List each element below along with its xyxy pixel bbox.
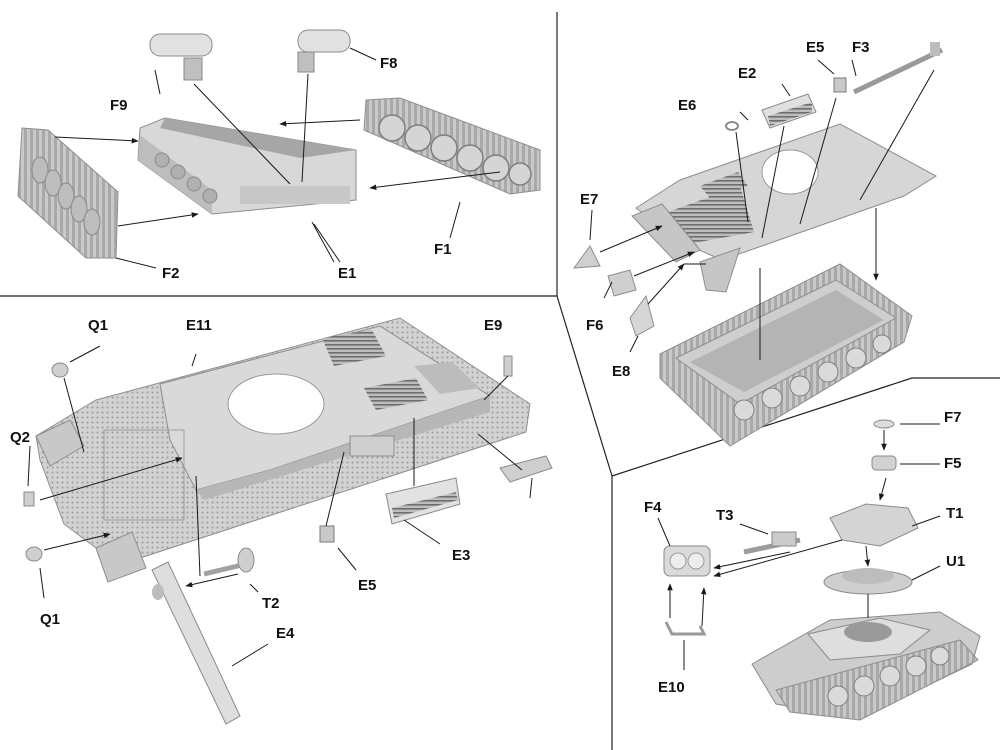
part-bracket bbox=[499, 455, 553, 483]
part-e5-bottom bbox=[319, 525, 335, 543]
part-e8 bbox=[629, 294, 655, 337]
label-f2: F2 bbox=[162, 265, 180, 282]
part-f6 bbox=[607, 269, 637, 297]
label-f3: F3 bbox=[852, 39, 870, 56]
label-f5: F5 bbox=[944, 455, 962, 472]
upper-hull-e11 bbox=[35, 317, 531, 583]
label-e11: E11 bbox=[186, 317, 212, 334]
turret-t1 bbox=[829, 503, 919, 547]
part-e6 bbox=[725, 121, 739, 131]
arrows-bottom-right bbox=[657, 423, 941, 670]
arrows-bottom-left bbox=[27, 221, 533, 667]
label-e5-bottom: E5 bbox=[358, 577, 377, 594]
hull-with-tracks bbox=[659, 263, 913, 447]
small-part-q1-bottom bbox=[25, 546, 43, 562]
label-e2: E2 bbox=[738, 65, 757, 82]
label-f7: F7 bbox=[944, 409, 962, 426]
label-q2: Q2 bbox=[10, 429, 31, 446]
muffler-f8 bbox=[297, 29, 351, 73]
gun-t3 bbox=[743, 531, 801, 555]
bracket-e10 bbox=[664, 621, 707, 636]
label-f4: F4 bbox=[644, 499, 662, 516]
label-q1-top: Q1 bbox=[88, 317, 109, 334]
track-f2 bbox=[17, 127, 119, 259]
part-t2 bbox=[203, 547, 255, 577]
turret-f7 bbox=[873, 419, 895, 429]
muffler-f9 bbox=[149, 33, 213, 81]
part-e5-top bbox=[833, 77, 847, 93]
label-e8: E8 bbox=[612, 363, 631, 380]
label-t1: T1 bbox=[946, 505, 964, 522]
label-e9: E9 bbox=[484, 317, 503, 334]
turret-ring-u1 bbox=[823, 568, 913, 595]
part-e9 bbox=[503, 355, 513, 377]
part-e3 bbox=[385, 477, 461, 525]
label-f8: F8 bbox=[380, 55, 398, 72]
engine-deck-e2 bbox=[761, 93, 817, 129]
upper-hull-deck bbox=[631, 123, 937, 293]
small-part-q1-top bbox=[51, 362, 69, 378]
label-e5-top: E5 bbox=[806, 39, 825, 56]
mantlet-f4 bbox=[663, 545, 711, 577]
part-e4 bbox=[151, 561, 241, 725]
label-f6: F6 bbox=[586, 317, 604, 334]
label-e1: E1 bbox=[338, 265, 357, 282]
small-part-q2 bbox=[23, 491, 35, 507]
label-q1-bottom: Q1 bbox=[40, 611, 61, 628]
label-t3: T3 bbox=[716, 507, 734, 524]
label-e3: E3 bbox=[452, 547, 471, 564]
antenna-f3 bbox=[852, 42, 944, 95]
label-u1: U1 bbox=[946, 553, 966, 570]
part-e7 bbox=[572, 245, 601, 269]
label-e7: E7 bbox=[580, 191, 599, 208]
completed-tank bbox=[751, 611, 981, 721]
lower-hull-e1 bbox=[137, 117, 357, 215]
cupola-f5 bbox=[871, 455, 897, 471]
label-e6: E6 bbox=[678, 97, 697, 114]
label-t2: T2 bbox=[262, 595, 280, 612]
arrows-top-left bbox=[54, 47, 501, 269]
label-f1: F1 bbox=[434, 241, 452, 258]
label-e10: E10 bbox=[658, 679, 685, 696]
label-e4: E4 bbox=[276, 625, 295, 642]
track-f1 bbox=[363, 97, 541, 195]
panel-dividers bbox=[0, 12, 1000, 750]
arrows-top-right bbox=[589, 59, 935, 360]
label-f9: F9 bbox=[110, 97, 128, 114]
